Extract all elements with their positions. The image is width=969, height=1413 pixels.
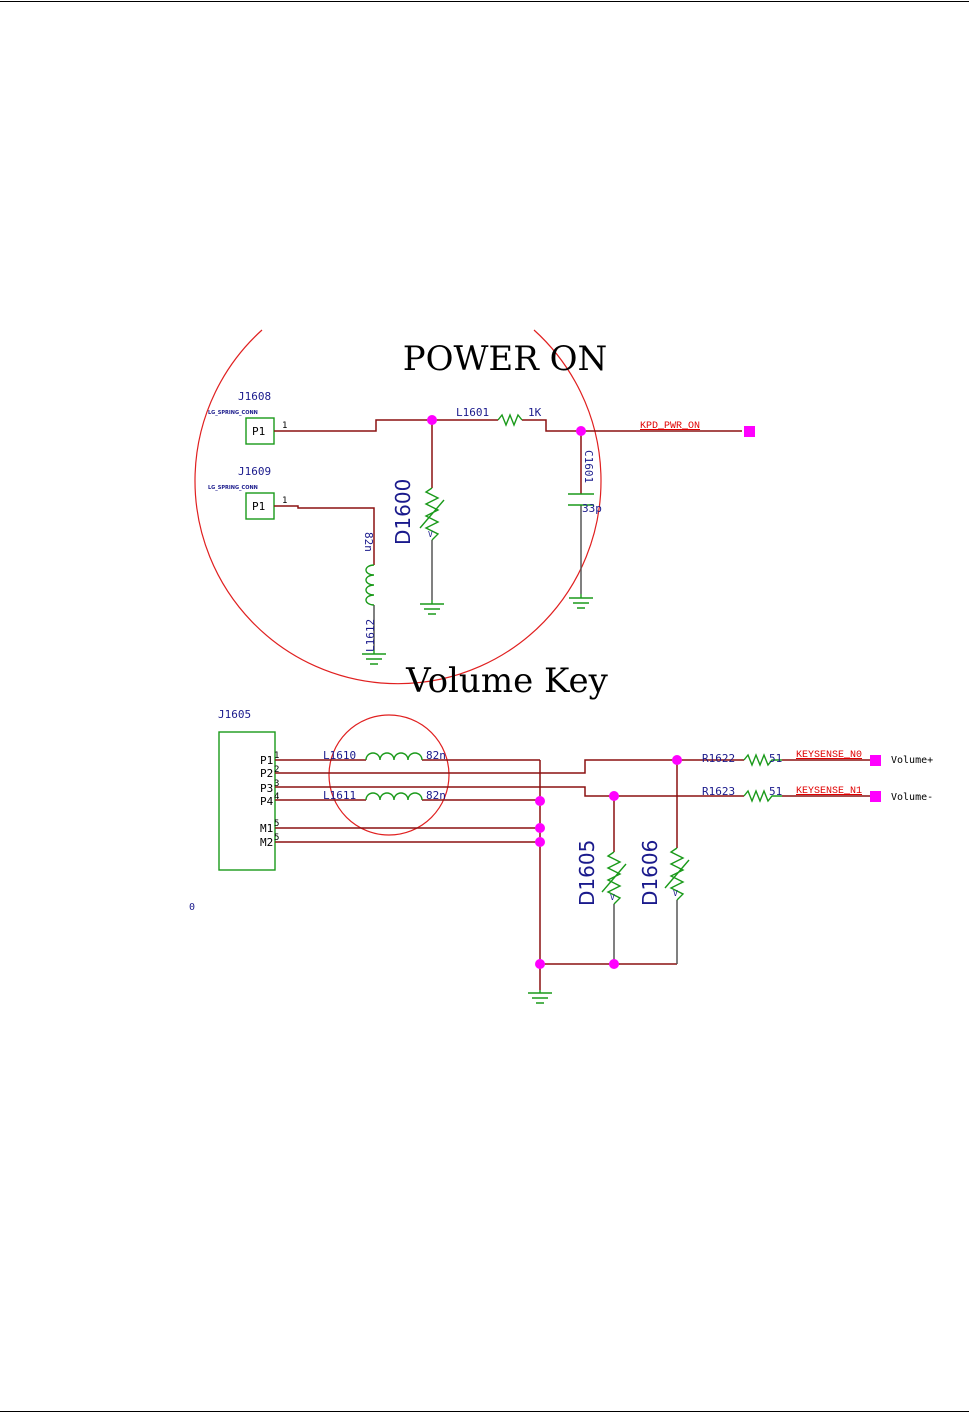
page-bottom-rule (0, 1411, 969, 1412)
d1606-symbol (664, 847, 690, 901)
l1601-ref: L1601 (456, 406, 489, 419)
j1608-pin-num: 1 (282, 421, 287, 431)
volume-inductor-highlight-circle (328, 714, 450, 836)
d1605-ref: D1605 (575, 840, 599, 906)
j1609-ref: J1609 (238, 465, 271, 478)
r1623-symbol (743, 789, 782, 803)
ground-symbol-l1612 (362, 650, 386, 665)
junction-dot (535, 796, 545, 806)
c1601-value: 33p (582, 502, 602, 515)
keysense-n0-net-label: KEYSENSE_N0 (796, 750, 862, 761)
j1609-pin-label: P1 (252, 500, 265, 513)
junction-dot (535, 823, 545, 833)
l1601-value: 1K (528, 406, 542, 419)
j1608-sub: LG_SPRING_CONN (208, 410, 258, 416)
wire-p3 (275, 786, 744, 797)
j1605-pin-num: 3 (274, 779, 279, 789)
j1605-pin-num: 4 (274, 792, 279, 802)
volume-minus-terminal (870, 791, 881, 802)
l1611-value: 82n (426, 789, 446, 802)
j1608-ref: J1608 (238, 390, 271, 403)
volume-plus-port-label: Volume+ (891, 755, 933, 766)
c1601-ref: C1601 (582, 450, 595, 483)
j1605-pin-label: P4 (260, 795, 274, 808)
r1622-ref: R1622 (702, 752, 735, 765)
wire-j1608-to-l1601 (274, 419, 498, 432)
keysense-n1-net-label: KEYSENSE_N1 (796, 786, 862, 797)
d1606-mark: V (673, 889, 678, 898)
l1612-value: 82n (362, 532, 375, 552)
wire-j1609-to-l1612 (274, 505, 375, 565)
page-top-rule (0, 1, 969, 2)
ground-symbol-volume (528, 990, 552, 1004)
junction-dot (535, 837, 545, 847)
l1601-symbol (497, 413, 523, 427)
volume-key-title: Volume Key (405, 661, 608, 701)
j1605-box (218, 731, 276, 871)
j1605-pin-label: P2 (260, 767, 273, 780)
d1606-ref: D1606 (638, 840, 662, 906)
l1612-ref: L1612 (364, 619, 377, 652)
l1611-ref: L1611 (323, 789, 356, 802)
r1622-symbol (743, 753, 782, 767)
c1601-symbol (568, 493, 594, 506)
r1622-value: 51 (769, 752, 782, 765)
wire-l1601-to-net (522, 419, 742, 432)
ground-symbol-d1600 (420, 600, 444, 615)
junction-dot (427, 415, 437, 425)
j1605-pin-label: M2 (260, 836, 273, 849)
l1610-ref: L1610 (323, 749, 356, 762)
volume-plus-terminal (870, 755, 881, 766)
l1612-symbol (365, 564, 375, 606)
j1605-pin-labels: P1 P2 P3 P4 M1 M2 1 2 3 4 5 5 (260, 751, 279, 849)
d1600-mark: V (428, 530, 433, 539)
l1610-symbol (365, 752, 423, 761)
kpd-pwr-on-terminal (744, 426, 755, 437)
j1608-pin-label: P1 (252, 425, 265, 438)
j1605-pin-num: 1 (274, 751, 279, 761)
power-on-title: POWER ON (403, 339, 608, 379)
stray-label: 0 (189, 902, 195, 913)
j1605-pin-num: 5 (274, 833, 279, 843)
d1600-ref: D1600 (391, 479, 415, 545)
d1600-symbol (419, 487, 445, 541)
l1610-value: 82n (426, 749, 446, 762)
junction-dot (672, 755, 682, 765)
j1605-pin-label: P1 (260, 754, 273, 767)
r1623-ref: R1623 (702, 785, 735, 798)
junction-dot (609, 959, 619, 969)
j1609-sub: LG_SPRING_CONN (208, 485, 258, 491)
d1605-mark: V (610, 893, 615, 902)
junction-dot (576, 426, 586, 436)
j1609-pin-num: 1 (282, 496, 287, 506)
j1605-pin-label: M1 (260, 822, 273, 835)
volume-minus-port-label: Volume- (891, 792, 933, 803)
junction-dot (535, 959, 545, 969)
d1605-symbol (601, 851, 627, 905)
j1605-pin-num: 2 (274, 765, 279, 775)
wire-p2 (275, 759, 744, 774)
ground-symbol-c1601 (569, 594, 593, 609)
kpd-pwr-on-net-label: KPD_PWR_ON (640, 421, 700, 432)
j1605-pin-num: 5 (274, 819, 279, 829)
l1611-symbol (365, 792, 423, 801)
r1623-value: 51 (769, 785, 782, 798)
junction-dot (609, 791, 619, 801)
j1605-ref: J1605 (218, 708, 251, 721)
j1605-pin-label: P3 (260, 782, 273, 795)
power-on-highlight-circle (194, 329, 602, 685)
